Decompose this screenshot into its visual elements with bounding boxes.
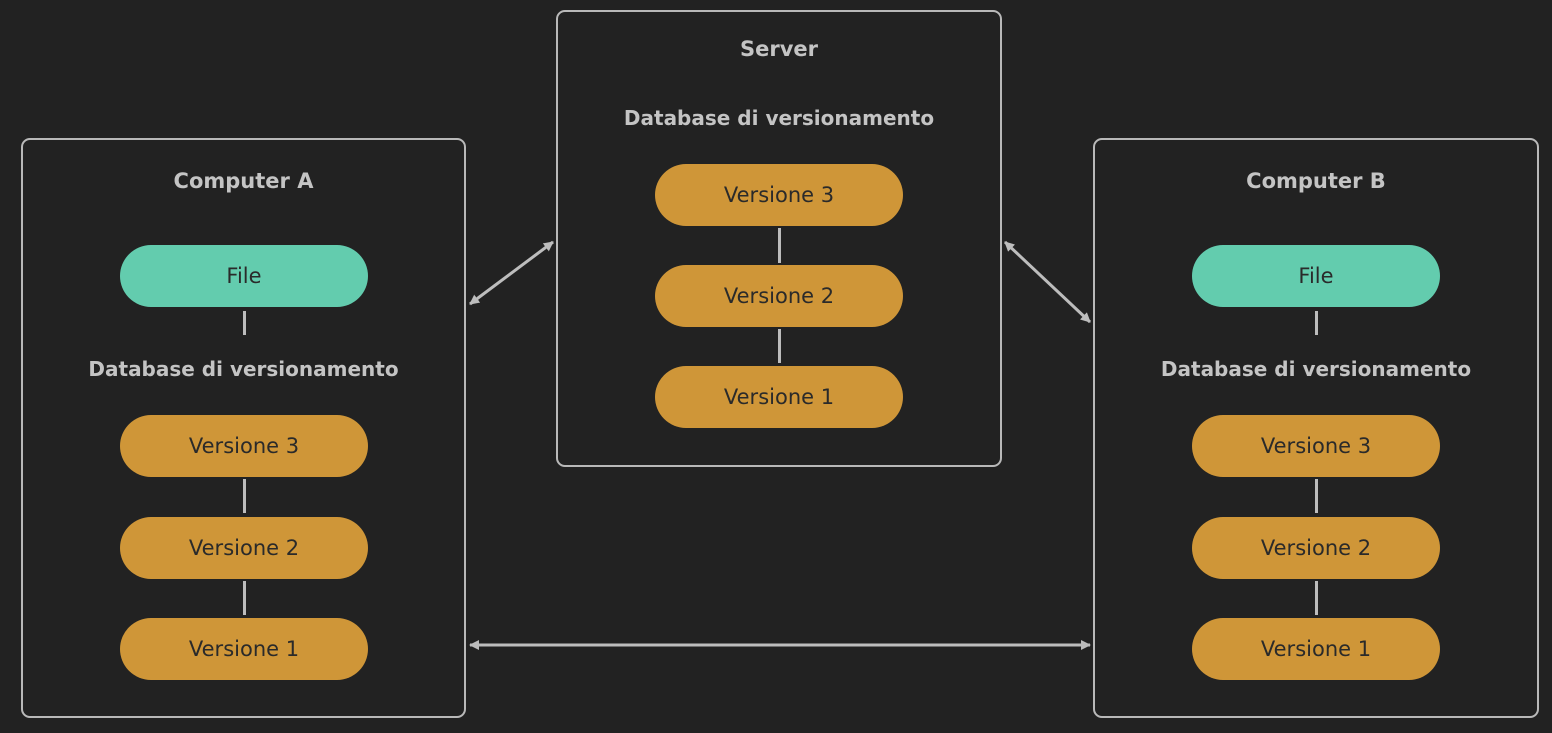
server-version-2: Versione 2 <box>655 265 903 327</box>
arrow-server-computer-b <box>1003 240 1092 324</box>
computer-a-version-3: Versione 3 <box>120 415 368 477</box>
computer-b-file-connector <box>1315 311 1318 335</box>
computer-a-version-1: Versione 1 <box>120 618 368 680</box>
computer-b-version-1: Versione 1 <box>1192 618 1440 680</box>
server-title: Server <box>739 37 818 61</box>
computer-b-title: Computer B <box>1246 169 1386 193</box>
computer-b-version-2: Versione 2 <box>1192 517 1440 579</box>
server-version-connector <box>778 329 781 363</box>
computer-a-db-label: Database di versionamento <box>88 357 399 381</box>
server-version-3: Versione 3 <box>655 164 903 226</box>
server-version-1: Versione 1 <box>655 366 903 428</box>
computer-b-version-connector <box>1315 479 1318 513</box>
computer-b-version-3: Versione 3 <box>1192 415 1440 477</box>
computer-a-version-connector <box>243 581 246 615</box>
computer-a-version-2: Versione 2 <box>120 517 368 579</box>
computer-a-title: Computer A <box>173 169 314 193</box>
computer-a-version-connector <box>243 479 246 513</box>
computer-a-file-connector <box>243 311 246 335</box>
computer-b-db-label: Database di versionamento <box>1160 357 1472 381</box>
computer-a-file: File <box>120 245 368 307</box>
server-box: Server Database di versionamento Version… <box>556 10 1002 467</box>
computer-b-version-connector <box>1315 581 1318 615</box>
computer-b-box: Computer B File Database di versionament… <box>1093 138 1539 718</box>
server-db-label: Database di versionamento <box>623 106 935 130</box>
computer-b-file: File <box>1192 245 1440 307</box>
server-version-connector <box>778 228 781 263</box>
arrow-computer-a-server <box>469 240 554 306</box>
computer-a-box: Computer A File Database di versionament… <box>21 138 466 718</box>
